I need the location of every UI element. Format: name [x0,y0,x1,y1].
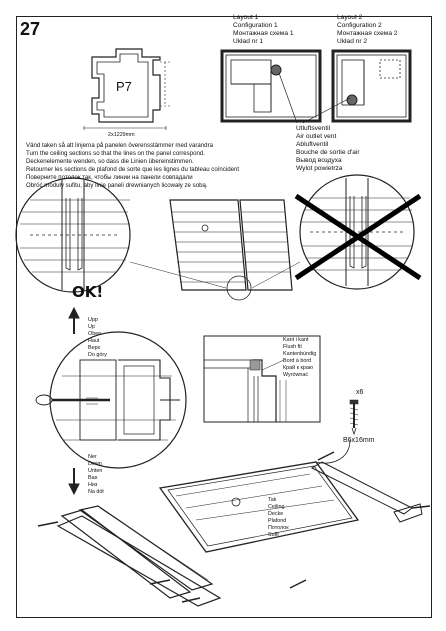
up-label-1: Upp [88,317,98,323]
ceiling-label-3: Decke [268,511,284,517]
vent-label-6: Wylot powietrza [296,165,343,172]
flush-label-5: Край к краю [283,365,313,371]
screw-drawing [349,399,359,436]
instruction-pl: Obróć moduły sufitu, aby linie paneli dr… [26,182,208,189]
step-number: 27 [20,19,41,39]
down-label-5: Низ [88,482,98,488]
up-label-4: Haut [88,338,100,344]
down-label-2: Down [88,461,102,467]
ok-detail-circle [15,177,131,293]
flush-label-6: Wyrównać [283,372,309,378]
ok-label: OK! [72,283,104,301]
ceiling-sections-top [129,199,301,301]
instruction-de: Deckenelemente wenden, so dass die Linie… [26,158,194,165]
layout1-plan [220,49,322,123]
screw-quantity: x6 [356,389,364,396]
flush-label-2: Flush fit [283,344,302,350]
down-label-4: Bas [88,475,98,481]
ceiling-label-5: Потолок [268,525,289,531]
bottom-assembly [37,439,431,607]
down-label-3: Unten [88,468,103,474]
down-label-1: Ner [88,454,97,460]
layout2-line1: Layout 2 [337,14,363,21]
up-label-2: Up [88,324,95,330]
layout2-line3: Монтажная схема 2 [337,30,398,37]
layout1-line3: Монтажная схема 1 [233,30,294,37]
instruction-sv: Vänd taken så att linjerna på panelen öv… [26,142,213,149]
down-label-6: Na dół [88,489,104,495]
vent-label-1: Utluftsventil [296,125,331,132]
layout1-line1: Layout 1 [233,14,259,21]
vent-label-2: Air outlet vent [296,133,337,140]
vent-label-4: Bouche de sortie d'air [296,149,360,156]
flush-label-4: Bord à bord [283,358,312,364]
instruction-en: Turn the ceiling sections so that the li… [26,150,205,157]
ceiling-label-6: Sufit [268,532,279,538]
vent-label-5: Вывод воздуха [296,157,342,164]
flush-label-1: Kant i kant [283,337,309,343]
flush-label-3: Kantenbündig [283,351,317,357]
layout2-line4: Układ nr 2 [337,38,368,45]
layout1-line4: Układ nr 1 [233,38,264,45]
ceiling-label-2: Ceiling [268,504,285,510]
vent-label-3: Abluftventil [296,141,329,148]
screw-size: B6x16mm [343,437,375,444]
layout2-line2: Configuration 2 [337,22,382,29]
layout2-plan [331,49,412,123]
up-down-detail-circle [35,331,187,469]
instruction-ru: Поверните потолок так, чтобы линии на па… [26,174,193,181]
wrong-detail-circle [294,174,422,290]
flush-fit-detail [203,335,321,423]
layout1-line2: Configuration 1 [233,22,278,29]
ceiling-label-4: Plafond [268,518,287,524]
page-border [16,16,432,618]
up-label-6: Do góry [88,352,107,358]
p7-profile-drawing [83,48,170,130]
up-label-5: Верх [88,345,101,351]
ceiling-label-1: Tak [268,497,277,503]
up-label-3: Oben [88,331,102,337]
panel-dimension: 2x1229mm [108,132,135,138]
panel-label: P7 [116,79,132,94]
instruction-fr: Retourner les sections de plafond de sor… [26,166,240,173]
